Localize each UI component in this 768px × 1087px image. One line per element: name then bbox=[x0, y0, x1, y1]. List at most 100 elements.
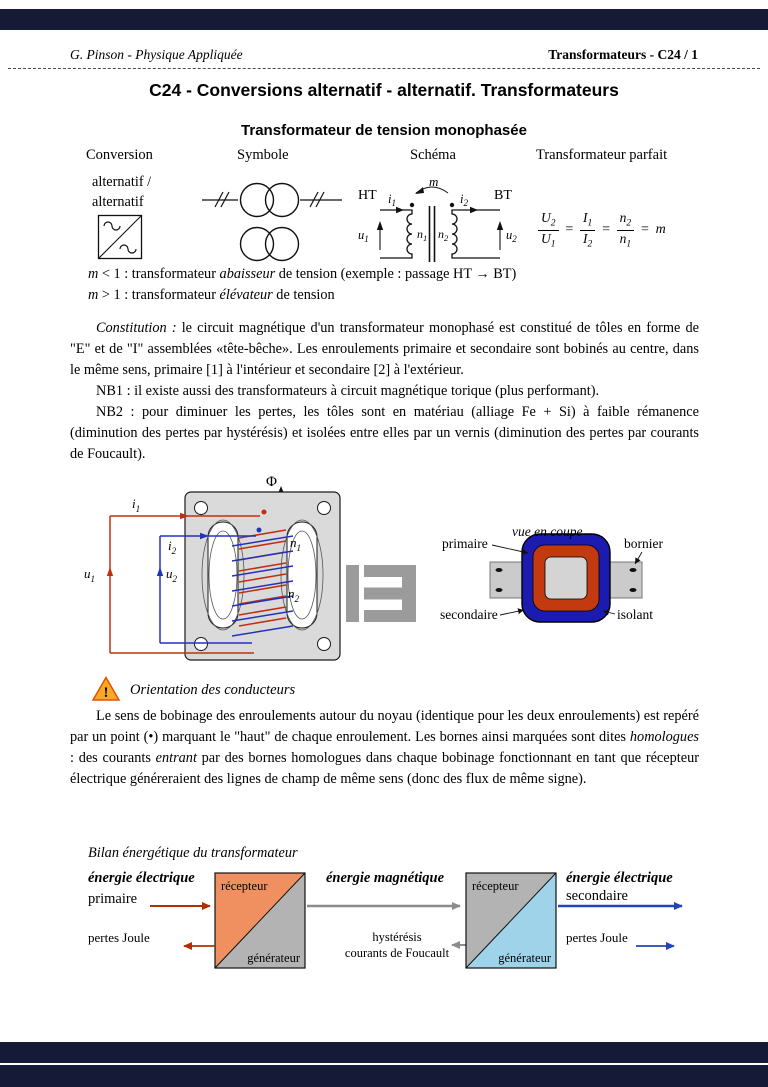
orientation-paragraph: Le sens de bobinage des enroulements aut… bbox=[70, 708, 699, 787]
i1-current-arrow bbox=[396, 206, 404, 214]
i2-label: i2 bbox=[460, 192, 468, 208]
hysteresis-label: hystérésis bbox=[372, 930, 421, 944]
core-window-right bbox=[286, 521, 318, 629]
fraction-n: n2 n1 bbox=[616, 210, 635, 250]
page-title: C24 - Conversions alternatif - alternati… bbox=[149, 80, 619, 100]
ht-label: HT bbox=[358, 188, 377, 203]
dashed-separator bbox=[8, 68, 760, 69]
core-center bbox=[544, 556, 588, 600]
nb2-note: NB2 : pour diminuer les pertes, les tôle… bbox=[70, 404, 699, 462]
e-i-laminations-icon bbox=[346, 565, 416, 622]
isolant-arrow bbox=[602, 609, 616, 616]
e-i-shapes bbox=[346, 565, 416, 622]
orientation-heading: Orientation des conducteurs bbox=[130, 682, 296, 698]
sine-top-icon bbox=[103, 221, 121, 231]
secondary-label: secondaire bbox=[566, 888, 628, 904]
u1-label: u1 bbox=[358, 228, 369, 244]
energy-magnetic-label: énergie magnétique bbox=[326, 870, 445, 886]
n2-label: n2 bbox=[288, 586, 300, 604]
nb1-note: NB1 : il existe aussi des transformateur… bbox=[96, 383, 600, 399]
conversion-line-2: alternatif bbox=[92, 194, 144, 210]
conversion-line-1: alternatif / bbox=[92, 174, 152, 190]
constitution-block: Constitution : le circuit magnétique d'u… bbox=[70, 318, 699, 465]
sine-bottom-icon bbox=[119, 244, 137, 254]
primary-polarity-dot bbox=[409, 202, 415, 208]
bolt-hole bbox=[317, 637, 331, 651]
joule-losses-right-label: pertes Joule bbox=[566, 930, 628, 945]
fraction-u: U2 U1 bbox=[538, 210, 559, 250]
n2-label: n2 bbox=[438, 227, 449, 243]
u2-label: u2 bbox=[166, 566, 178, 584]
fraction-i: I1 I2 bbox=[579, 210, 596, 250]
symbol-with-leads bbox=[202, 182, 342, 218]
converter-box-2: récepteur générateur bbox=[465, 872, 557, 969]
i1-current-arrow bbox=[180, 512, 189, 520]
orientation-block: Le sens de bobinage des enroulements aut… bbox=[70, 706, 699, 790]
receiver-2-label: récepteur bbox=[472, 879, 519, 893]
page-header: G. Pinson - Physique Appliquée Transform… bbox=[70, 47, 698, 63]
column-header-schema: Schéma bbox=[410, 147, 456, 163]
section-title: Transformateur de tension monophasée bbox=[241, 122, 527, 139]
n1-label: n1 bbox=[417, 227, 427, 243]
i2-label: i2 bbox=[168, 538, 177, 556]
i1-label: i1 bbox=[132, 496, 140, 514]
core-winding-diagram: Φ bbox=[84, 474, 341, 661]
cross-section-diagram: vue en coupe primaire bornier secondaire… bbox=[440, 524, 663, 623]
terminal-pins bbox=[495, 568, 637, 592]
equals-2: = bbox=[601, 222, 611, 238]
warning-icon: ! bbox=[92, 676, 120, 701]
ac-ac-converter-icon bbox=[97, 214, 143, 260]
joule-losses-left-label: pertes Joule bbox=[88, 930, 150, 945]
ratio-m-result: m bbox=[655, 222, 666, 238]
u1-label: u1 bbox=[84, 566, 95, 584]
transformer-schematic-diagram: HT BT m i1 i2 u1 u2 n1 n2 bbox=[358, 174, 517, 262]
bottom-border-bar-2 bbox=[0, 1065, 768, 1087]
generator-1-label: générateur bbox=[247, 951, 301, 965]
primary-label: primaire bbox=[88, 891, 137, 907]
equals-1: = bbox=[564, 222, 574, 238]
constitution-paragraph: Constitution : le circuit magnétique d'u… bbox=[70, 320, 699, 378]
column-header-parfait: Transformateur parfait bbox=[536, 147, 668, 163]
symbol-coupled-circles bbox=[239, 226, 300, 262]
bolt-hole bbox=[194, 637, 208, 651]
i2-current-arrow bbox=[470, 206, 478, 214]
n1-label: n1 bbox=[290, 535, 301, 553]
energy-flow-diagram: énergie électrique primaire récepteur gé… bbox=[88, 870, 683, 969]
secondary-winding bbox=[451, 209, 500, 259]
secondary-winding-turns bbox=[231, 535, 294, 637]
bt-label: BT bbox=[494, 188, 512, 203]
u2-label: u2 bbox=[506, 228, 517, 244]
energy-electric-primary-label: énergie électrique bbox=[88, 870, 195, 886]
column-header-symbole: Symbole bbox=[237, 147, 289, 163]
flux-phi-label: Φ bbox=[266, 474, 277, 490]
ratio-m-label: m bbox=[429, 174, 438, 189]
converter-box-1: récepteur générateur bbox=[214, 872, 306, 969]
equals-3: = bbox=[640, 222, 650, 238]
ratio-note-step-down: m < 1 : transformateur abaisseur de tens… bbox=[88, 266, 517, 282]
secondaire-arrow bbox=[499, 608, 525, 616]
cross-section-title: vue en coupe bbox=[512, 524, 582, 539]
bolt-hole bbox=[194, 501, 208, 515]
primaire-arrow bbox=[491, 544, 529, 555]
u2-voltage-arrow bbox=[156, 567, 164, 576]
receiver-1-label: récepteur bbox=[221, 879, 268, 893]
bornier-arrow bbox=[634, 551, 643, 565]
i1-label: i1 bbox=[388, 192, 396, 208]
header-doc-ref: Transformateurs - C24 / 1 bbox=[548, 47, 698, 62]
conversion-type-label: alternatif / alternatif bbox=[92, 172, 151, 212]
bornier-label: bornier bbox=[624, 536, 663, 551]
secondary-polarity-dot bbox=[256, 527, 262, 533]
ratio-note-step-up: m > 1 : transformateur élévateur de tens… bbox=[88, 287, 335, 303]
energy-balance-heading: Bilan énergétique du transformateur bbox=[88, 845, 298, 861]
generator-2-label: générateur bbox=[498, 951, 552, 965]
primaire-label: primaire bbox=[442, 536, 488, 551]
secondaire-label: secondaire bbox=[440, 607, 498, 622]
column-header-conversion: Conversion bbox=[86, 147, 153, 163]
header-author: G. Pinson - Physique Appliquée bbox=[70, 47, 243, 62]
foucault-label: courants de Foucault bbox=[345, 946, 450, 960]
bolt-hole bbox=[317, 501, 331, 515]
bottom-border-bar-1 bbox=[0, 1042, 768, 1063]
u1-voltage-arrow bbox=[106, 567, 114, 576]
i2-current-arrow bbox=[200, 532, 209, 540]
